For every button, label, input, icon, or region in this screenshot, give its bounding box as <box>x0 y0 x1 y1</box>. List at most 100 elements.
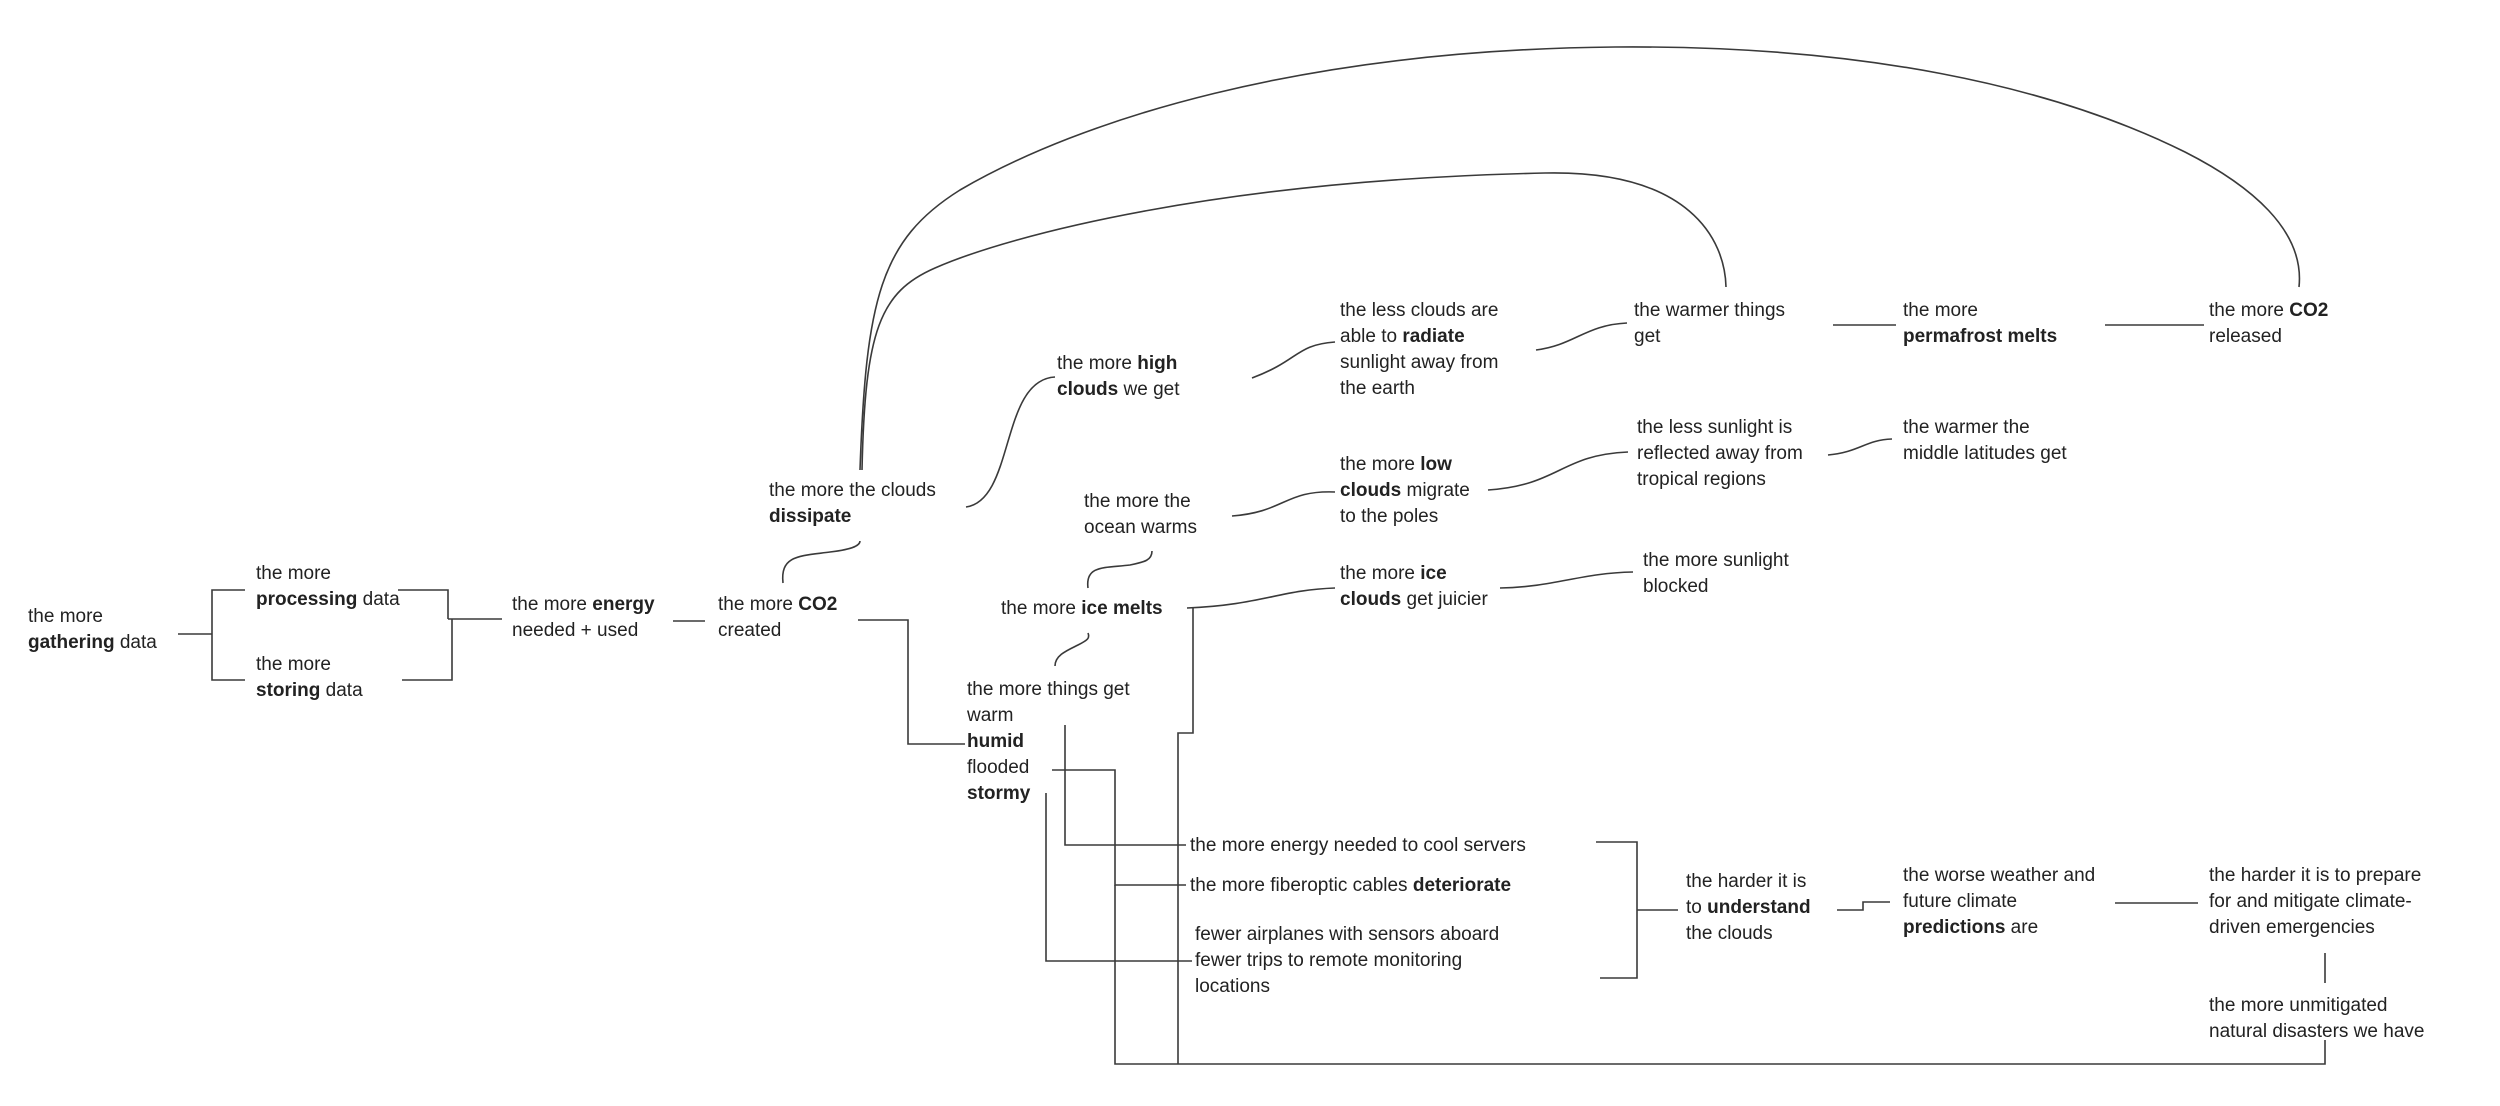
node-text: needed + used <box>512 620 639 641</box>
connector-processing <box>398 589 449 619</box>
node-text: the harder it is <box>1686 871 1807 892</box>
node-text: the more things get <box>967 679 1130 700</box>
node-text: the worse weather and <box>1903 865 2096 886</box>
node-line: flooded <box>967 755 1130 781</box>
node-text: the more fiberoptic cables <box>1190 875 1413 896</box>
node-text: warm <box>967 705 1014 726</box>
node-text: the more <box>1340 563 1421 584</box>
connector-dissipate <box>782 540 861 584</box>
node-line: get <box>1634 324 1785 350</box>
node-text: tropical regions <box>1637 469 1766 490</box>
node-line: the more unmitigated <box>2209 993 2424 1019</box>
connector-disasters-feedback <box>1114 885 2326 1065</box>
node-text: the more <box>256 563 331 584</box>
node-text: for and mitigate climate- <box>2209 891 2412 912</box>
node-dissipate: the more the clouds dissipate <box>769 478 936 530</box>
node-text: the clouds <box>1686 923 1773 944</box>
node-text: the more <box>512 594 593 615</box>
connector-things-get <box>858 619 965 745</box>
node-text: the more unmitigated <box>2209 995 2388 1016</box>
node-line: the warmer things <box>1634 298 1785 324</box>
node-airplanes: fewer airplanes with sensors aboard fewer… <box>1195 922 1499 1000</box>
node-line: the more ice <box>1340 561 1488 587</box>
node-line: the less clouds are <box>1340 298 1498 324</box>
node-text: data <box>320 680 363 701</box>
node-processing: the more processing data <box>256 561 400 613</box>
connector-to-cool-servers <box>1064 725 1186 846</box>
node-line: stormy <box>967 781 1130 807</box>
node-text: are <box>2005 917 2039 938</box>
connector-to-airplanes <box>1045 793 1192 962</box>
node-line: the more fiberoptic cables deteriorate <box>1190 873 1511 899</box>
node-line: to understand <box>1686 895 1811 921</box>
node-text: natural disasters we have <box>2209 1021 2425 1042</box>
node-text: blocked <box>1643 576 1709 597</box>
node-line: the more energy <box>512 592 655 618</box>
node-line: the earth <box>1340 376 1498 402</box>
node-text-bold: energy <box>592 594 655 615</box>
node-line: middle latitudes get <box>1903 441 2067 467</box>
node-line: tropical regions <box>1637 467 1803 493</box>
node-text: the more the clouds <box>769 480 936 501</box>
node-text-bold: processing <box>256 589 358 610</box>
node-line: driven emergencies <box>2209 915 2421 941</box>
node-line: fewer trips to remote monitoring <box>1195 948 1499 974</box>
node-text-bold: storing <box>256 680 321 701</box>
node-line: the more the clouds <box>769 478 936 504</box>
node-text: the more the <box>1084 491 1191 512</box>
node-text-bold: stormy <box>967 783 1031 804</box>
node-line: predictions are <box>1903 915 2095 941</box>
node-text: the warmer the <box>1903 417 2030 438</box>
node-line: natural disasters we have <box>2209 1019 2424 1045</box>
node-line: the more sunlight <box>1643 548 1789 574</box>
node-text: released <box>2209 326 2282 347</box>
node-line: the more ice melts <box>1001 596 1163 622</box>
connector-predictions <box>1837 901 1890 911</box>
node-text: future climate <box>1903 891 2018 912</box>
node-text: the more energy needed to cool servers <box>1190 835 1526 856</box>
node-text: fewer airplanes with sensors aboard <box>1195 924 1500 945</box>
node-line: the harder it is to prepare <box>2209 863 2421 889</box>
connector-warmer-latitudes <box>1827 438 1893 456</box>
node-line: released <box>2209 324 2328 350</box>
node-text: the more <box>718 594 799 615</box>
node-text: get juicier <box>1401 589 1488 610</box>
node-text-bold: dissipate <box>769 506 852 527</box>
connector-ice-melts-down <box>1177 608 1194 1064</box>
node-text: the less clouds are <box>1340 300 1499 321</box>
node-line: the more things get <box>967 677 1130 703</box>
node-text: the harder it is to prepare <box>2209 865 2422 886</box>
node-line: ocean warms <box>1084 515 1197 541</box>
connector-warmer-things <box>1535 322 1628 351</box>
connector-ice-clouds <box>1186 587 1336 609</box>
node-ice-melts: the more ice melts <box>1001 596 1163 622</box>
node-line: clouds get juicier <box>1340 587 1488 613</box>
node-line: the more CO2 <box>718 592 837 618</box>
node-line: for and mitigate climate- <box>2209 889 2421 915</box>
node-cables: the more fiberoptic cables deteriorate <box>1190 873 1511 899</box>
node-line: gathering data <box>28 630 157 656</box>
node-text-bold: gathering <box>28 632 115 653</box>
node-text: data <box>357 589 400 610</box>
node-line: the more energy needed to cool servers <box>1190 833 1526 859</box>
node-line: the more CO2 <box>2209 298 2328 324</box>
node-line: to the poles <box>1340 504 1470 530</box>
node-line: dissipate <box>769 504 936 530</box>
connector-gathering-branch <box>211 589 245 681</box>
node-text-bold: ice <box>1420 563 1447 584</box>
node-text: flooded <box>967 757 1030 778</box>
node-line: the less sunlight is <box>1637 415 1803 441</box>
node-text-bold: CO2 <box>798 594 838 615</box>
node-text-bold: clouds <box>1340 480 1402 501</box>
node-line: storing data <box>256 678 363 704</box>
node-line: the more <box>1903 298 2057 324</box>
node-ocean-warms: the more the ocean warms <box>1084 489 1197 541</box>
